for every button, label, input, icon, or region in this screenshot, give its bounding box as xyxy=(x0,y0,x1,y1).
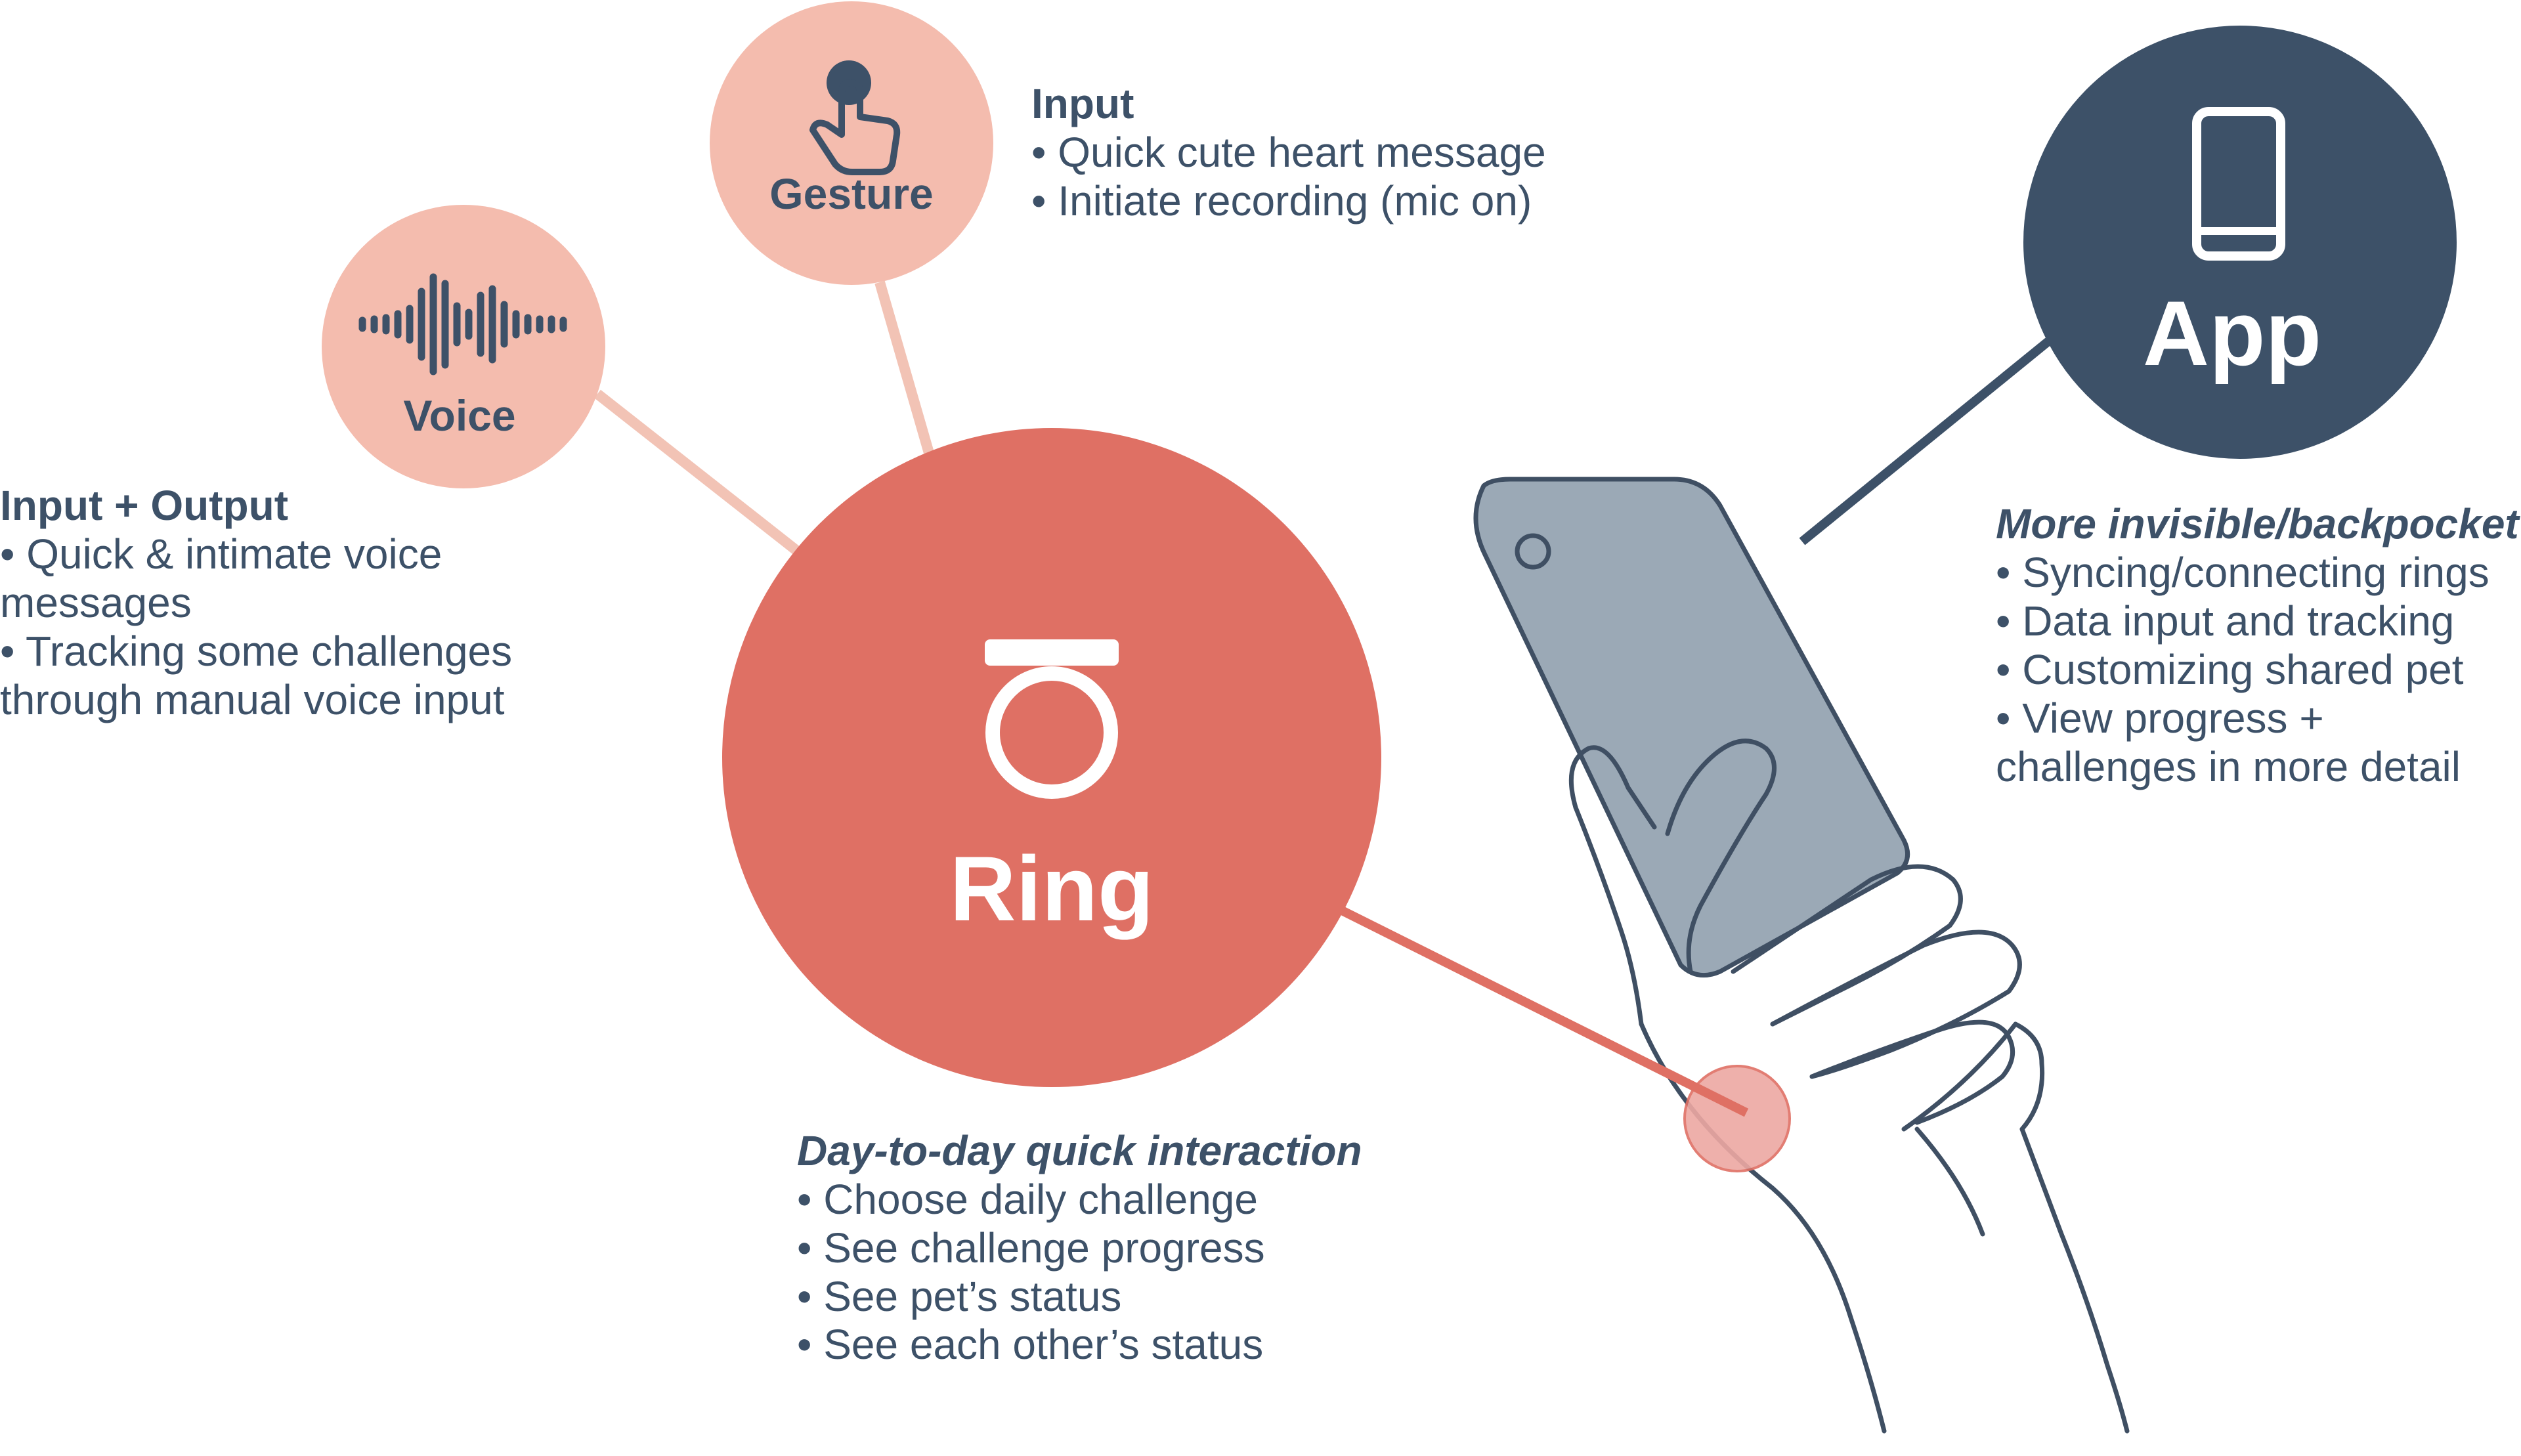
hand-finger-1 xyxy=(1665,739,1777,974)
app-line-5: challenges in more detail xyxy=(1996,743,2461,790)
gesture-line-1: • Quick cute heart message xyxy=(1031,129,1546,176)
connector-app-phone xyxy=(1799,337,2052,546)
phone-camera xyxy=(1515,533,1551,570)
hand-finger-3 xyxy=(1770,930,2022,1079)
ring-heading: Day-to-day quick interaction xyxy=(797,1127,1362,1174)
voice-heading: Input + Output xyxy=(0,482,288,529)
tap-finger-icon xyxy=(809,60,901,175)
ring-line-4: • See each other’s status xyxy=(797,1321,1263,1368)
voice-line-4: through manual voice input xyxy=(0,676,505,723)
connector-voice-ring xyxy=(594,389,801,556)
hand-wrist-left xyxy=(1639,1021,1887,1434)
app-line-4: • View progress + xyxy=(1996,695,2324,742)
ring-label: Ring xyxy=(949,837,1153,940)
soundwave-icon xyxy=(358,273,567,375)
voice-line-2: messages xyxy=(0,579,192,626)
connector-ring-finger xyxy=(1337,905,1749,1117)
voice-description: Input + Output • Quick & intimate voice … xyxy=(0,482,512,723)
app-description: More invisible/backpocket • Syncing/conn… xyxy=(1996,500,2520,790)
voice-label: Voice xyxy=(403,391,515,440)
hand-thumb xyxy=(1568,745,1657,830)
hand-wrist-right xyxy=(2019,1126,2130,1434)
gesture-heading: Input xyxy=(1031,80,1134,127)
ring-icon xyxy=(985,639,1119,799)
gesture-description: Input • Quick cute heart message • Initi… xyxy=(1031,80,1546,225)
ring-touch-dot xyxy=(1683,1065,1791,1172)
voice-node: Voice xyxy=(322,205,605,488)
app-line-3: • Customizing shared pet xyxy=(1996,646,2464,693)
ring-node: Ring xyxy=(722,428,1381,1087)
app-node: App xyxy=(2023,26,2457,459)
hand-palm-left xyxy=(1573,805,1644,1027)
ring-description: Day-to-day quick interaction • Choose da… xyxy=(797,1127,1362,1368)
ring-line-1: • Choose daily challenge xyxy=(797,1176,1258,1223)
smartphone-icon xyxy=(2192,107,2285,261)
ring-line-2: • See challenge progress xyxy=(797,1224,1265,1272)
hand-finger-5 xyxy=(1901,1021,2045,1132)
phone-illustration xyxy=(1473,477,1910,978)
gesture-node: Gesture xyxy=(710,1,993,285)
hand-finger-4 xyxy=(1809,1019,2015,1125)
app-line-1: • Syncing/connecting rings xyxy=(1996,549,2489,596)
gesture-line-2: • Initiate recording (mic on) xyxy=(1031,177,1532,225)
ring-line-3: • See pet’s status xyxy=(797,1273,1121,1320)
hand-palm-curve xyxy=(1914,1126,1985,1237)
connector-gesture-ring xyxy=(874,280,934,455)
app-label: App xyxy=(2143,282,2321,385)
voice-line-3: • Tracking some challenges xyxy=(0,628,512,675)
gesture-label: Gesture xyxy=(769,169,933,218)
app-line-2: • Data input and tracking xyxy=(1996,597,2454,645)
hand-holding-phone-icon xyxy=(1473,477,2130,1434)
app-heading: More invisible/backpocket xyxy=(1996,500,2520,547)
voice-line-1: • Quick & intimate voice xyxy=(0,530,442,578)
